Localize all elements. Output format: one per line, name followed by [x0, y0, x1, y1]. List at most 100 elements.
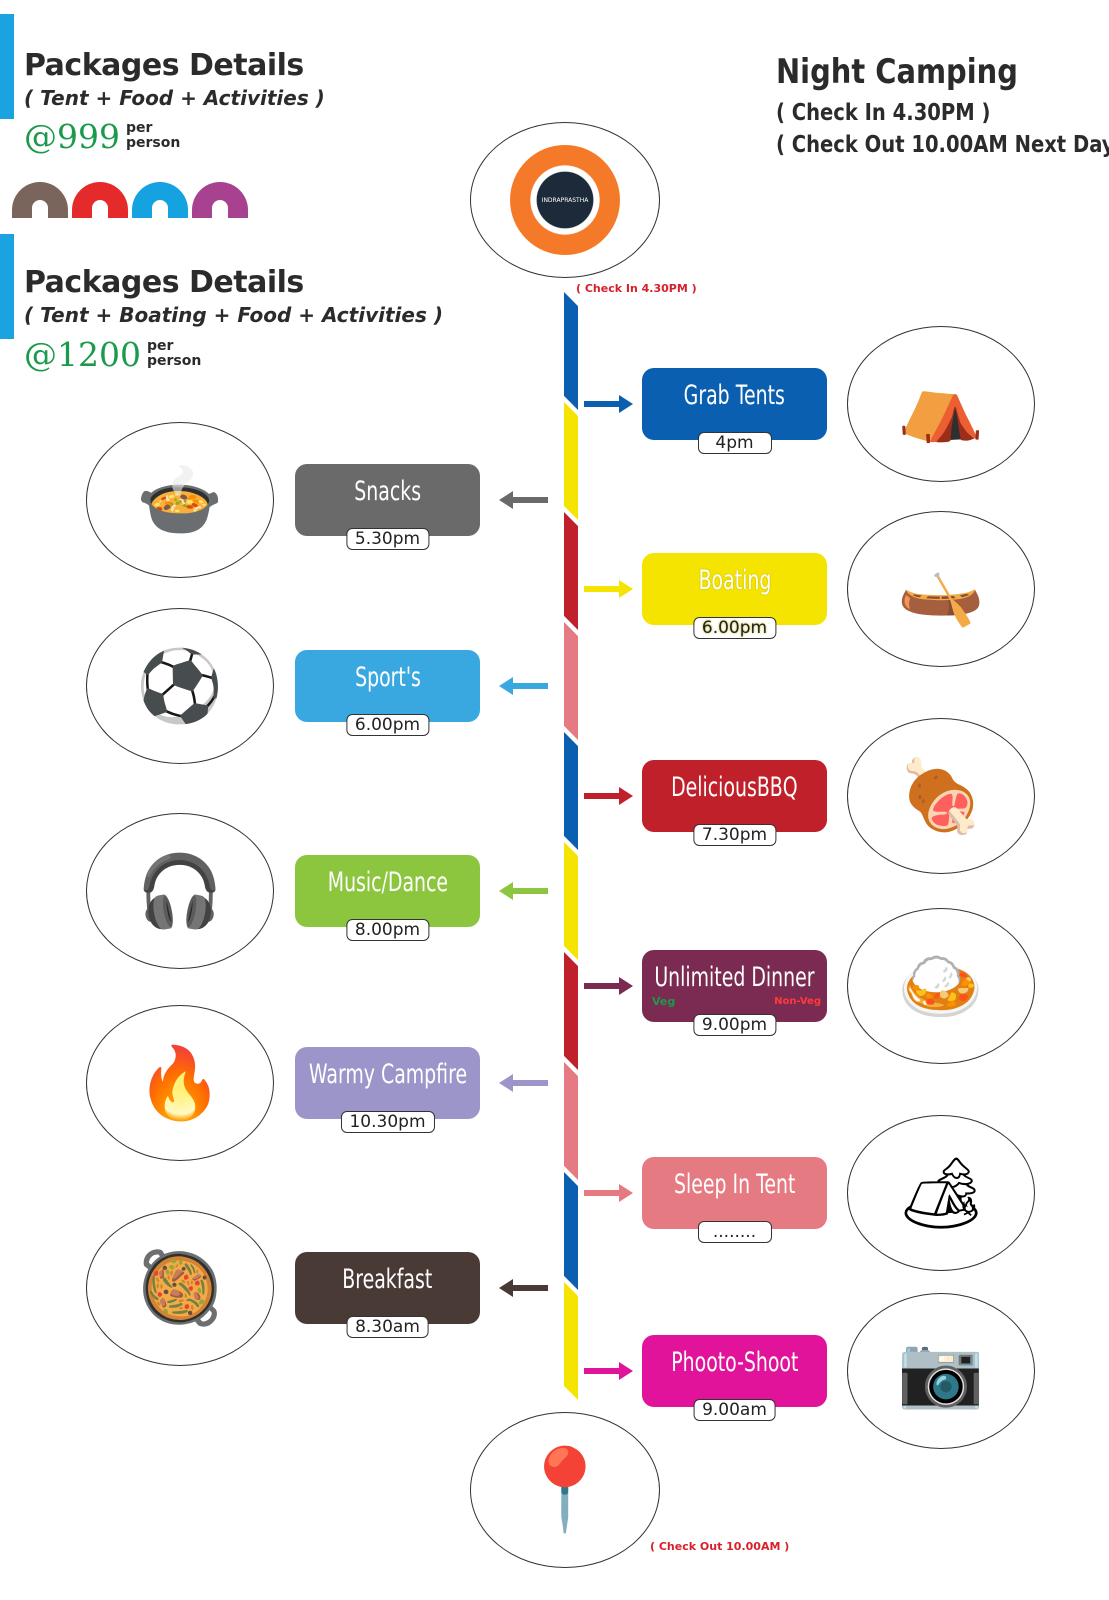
event-label: Phooto-Shoot	[670, 1347, 799, 1378]
timeline-segment	[564, 732, 578, 850]
person-text: person	[126, 135, 181, 151]
dinner-thali-circle: 🍛	[847, 908, 1035, 1064]
package-1-subtitle: ( Tent + Food + Activities )	[24, 86, 325, 110]
music-dj-circle: 🎧	[86, 813, 274, 969]
event-time: 4pm	[697, 432, 772, 454]
arrow-icon	[499, 491, 548, 509]
event-time: 6.00pm	[692, 617, 777, 639]
arrow-icon	[499, 677, 548, 695]
arrow-icon	[584, 1184, 633, 1202]
camping-tent-circle: ⛺	[847, 326, 1035, 482]
timeline-segment	[564, 512, 578, 630]
boating-circle: 🛶	[847, 511, 1035, 667]
check-out-text: ( Check Out 10.00AM Next Day)	[776, 132, 1109, 158]
location-circle: 📍	[470, 1412, 660, 1568]
event-label: Boating	[698, 565, 771, 596]
music-dj-icon: 🎧	[136, 849, 224, 932]
breakfast-circle: 🥘	[86, 1210, 274, 1366]
arrow-icon	[499, 1279, 548, 1297]
sports-circle: ⚽	[86, 608, 274, 764]
event-label: DeliciousBBQ	[671, 772, 798, 803]
check-in-note: ( Check In 4.30PM )	[576, 282, 697, 295]
package-2-title: Packages Details	[24, 265, 304, 300]
event-sport-s: Sport's 6.00pm	[295, 650, 480, 736]
event-time: 8.30am	[346, 1316, 429, 1338]
timeline-segment	[564, 842, 578, 960]
event-time: ........	[697, 1221, 772, 1243]
per-text: per	[126, 120, 153, 136]
event-label: Sleep In Tent	[673, 1169, 796, 1200]
timeline-segment	[564, 402, 578, 520]
event-label: Music/Dance	[327, 867, 448, 898]
logo-text: INDRAPRASTHA	[541, 196, 589, 204]
camera-icon: 📷	[897, 1329, 985, 1412]
sports-icon: ⚽	[136, 644, 224, 727]
bbq-grill-circle: 🍖	[847, 718, 1035, 874]
location-pin-icon: 📍	[515, 1443, 615, 1536]
timeline-segment	[564, 292, 578, 410]
timeline-segment	[564, 1282, 578, 1400]
package-2-price: @1200	[24, 335, 141, 374]
arrow-icon	[584, 977, 633, 995]
event-label: Snacks	[354, 476, 421, 507]
package-1-price: @999	[24, 117, 120, 156]
package-1-title: Packages Details	[24, 48, 304, 83]
event-label: Unlimited Dinner	[654, 962, 815, 993]
event-label: Sport's	[354, 662, 421, 693]
check-in-text: ( Check In 4.30PM )	[776, 100, 991, 126]
event-label: Warmy Campfire	[308, 1059, 467, 1090]
sun-logo-icon: INDRAPRASTHA	[510, 145, 620, 255]
event-time: 6.00pm	[345, 714, 430, 736]
bbq-grill-icon: 🍖	[897, 754, 985, 837]
event-snacks: Snacks 5.30pm	[295, 464, 480, 550]
breakfast-icon: 🥘	[136, 1246, 224, 1329]
night-camping-title: Night Camping	[776, 52, 1018, 92]
event-deliciousbbq: DeliciousBBQ 7.30pm	[642, 760, 827, 846]
timeline-segment	[564, 1172, 578, 1290]
event-time: 10.30pm	[340, 1111, 435, 1133]
tent-icon	[72, 182, 128, 218]
night-tent-circle: 🏕	[847, 1115, 1035, 1271]
event-sleep-in-tent: Sleep In Tent........	[642, 1157, 827, 1243]
arrow-icon	[584, 395, 633, 413]
event-time: 8.00pm	[345, 919, 430, 941]
campfire-circle: 🔥	[86, 1005, 274, 1161]
event-time: 5.30pm	[345, 528, 430, 550]
check-out-note: ( Check Out 10.00AM )	[650, 1540, 790, 1553]
accent-bar	[0, 14, 14, 119]
event-music-dance: Music/Dance 8.00pm	[295, 855, 480, 941]
arrow-icon	[584, 787, 633, 805]
timeline-segment	[564, 952, 578, 1070]
arrow-icon	[499, 882, 548, 900]
tent-icon	[12, 182, 68, 218]
snacks-plate-circle: 🍲	[86, 422, 274, 578]
snacks-plate-icon: 🍲	[136, 458, 224, 541]
event-label: Grab Tents	[683, 380, 786, 411]
arrow-icon	[584, 580, 633, 598]
camping-tent-icon: ⛺	[897, 362, 985, 445]
camera-circle: 📷	[847, 1293, 1035, 1449]
event-warmy-campfire: Warmy Campfire 10.30pm	[295, 1047, 480, 1133]
event-boating: Boating 6.00pm	[642, 553, 827, 639]
logo-circle: INDRAPRASTHA	[470, 122, 660, 278]
nonveg-label: Non-Veg	[774, 996, 821, 1007]
event-time: 7.30pm	[692, 824, 777, 846]
veg-label: Veg	[652, 995, 676, 1008]
arrow-icon	[499, 1074, 548, 1092]
package-2-subtitle: ( Tent + Boating + Food + Activities )	[24, 303, 443, 327]
per-text: per	[146, 338, 174, 354]
tent-icons	[12, 182, 248, 218]
timeline-segment	[564, 622, 578, 740]
night-tent-icon: 🏕	[896, 1151, 986, 1234]
dinner-thali-icon: 🍛	[897, 944, 985, 1027]
timeline-segment	[564, 1062, 578, 1180]
tent-icon	[132, 182, 188, 218]
person-text: person	[146, 353, 202, 369]
